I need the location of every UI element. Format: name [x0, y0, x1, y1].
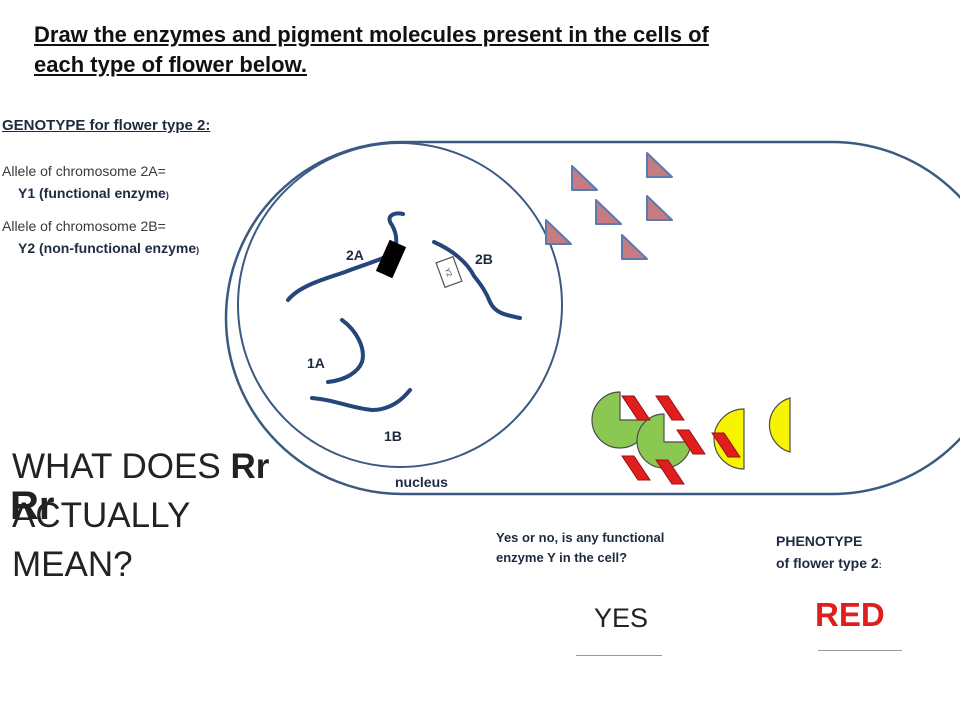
pigment-red [655, 459, 685, 485]
phenotype-answer-line [818, 650, 902, 651]
allele-2-label: Allele of chromosome 2B= [2, 218, 166, 234]
precursor-triangle [646, 195, 673, 221]
phenotype-line-2: of flower type 2 [776, 554, 879, 571]
allele-2-value: Y2 (non-functional enzyme) [18, 240, 199, 256]
enzyme-question-line-1: Yes or no, is any functional [496, 530, 665, 545]
pigment-red [655, 395, 685, 421]
gene-y2-marker: Y2 [435, 255, 463, 289]
phenotype-line-1: PHENOTYPE [776, 533, 863, 549]
precursor-triangle [621, 234, 648, 260]
enzyme-answer: YES [594, 603, 649, 633]
precursor-triangle [595, 199, 622, 225]
label-2a: 2A [346, 247, 364, 263]
allele-1-value: Y1 (functional enzyme) [18, 185, 169, 201]
enzyme-answer-line [576, 655, 662, 656]
precursor-triangle [571, 165, 598, 191]
allele-2-value-text: Y2 (non-functional enzyme [18, 240, 197, 256]
label-1a: 1A [307, 355, 325, 371]
pigment-red [621, 455, 651, 481]
page-title: Draw the enzymes and pigment molecules p… [34, 20, 914, 80]
title-line-2: each type of flower below. [34, 51, 308, 77]
phenotype-heading: PHENOTYPE of flower type 2: [776, 531, 882, 574]
chromosome-2b [432, 240, 522, 320]
rr-overlap-text: Rr [10, 484, 55, 528]
enzyme-question: Yes or no, is any functional enzyme Y in… [496, 528, 664, 568]
phenotype-answer: RED [815, 596, 885, 633]
rr-question-prefix: WHAT DOES [12, 447, 231, 486]
allele-2-suffix: ) [196, 245, 200, 255]
allele-1-suffix: ) [165, 190, 169, 200]
genotype-heading: GENOTYPE for flower type 2: [2, 117, 211, 134]
rr-question-line-3: MEAN? [12, 545, 133, 584]
nucleus-membrane [237, 142, 563, 468]
label-nucleus: nucleus [395, 474, 448, 490]
rr-question-bold: Rr [230, 447, 270, 486]
allele-1-value-text: Y1 (functional enzyme [18, 185, 166, 201]
cell-membrane [224, 140, 960, 496]
allele-1-label: Allele of chromosome 2A= [2, 163, 166, 179]
title-line-1: Draw the enzymes and pigment molecules p… [34, 22, 709, 47]
label-1b: 1B [384, 428, 402, 444]
pigment-red [621, 395, 651, 421]
gene-y2-tag-text: Y2 [443, 267, 453, 278]
chromosome-1b [310, 388, 412, 413]
chromosome-1a [326, 318, 365, 384]
gene-y1-marker [375, 239, 407, 279]
enzyme-question-line-2: enzyme Y in the cell? [496, 550, 628, 566]
rr-question: WHAT DOES Rr ACTUALLY MEAN? [12, 442, 269, 589]
pigment-red [711, 432, 741, 458]
pigment-red [676, 429, 706, 455]
pigment-yellow [768, 397, 791, 453]
precursor-triangle [545, 219, 572, 245]
label-2b: 2B [475, 251, 493, 267]
precursor-triangle [646, 152, 673, 178]
phenotype-suffix: : [878, 559, 882, 570]
rr-question-line-2: ACTUALLY [12, 496, 191, 535]
